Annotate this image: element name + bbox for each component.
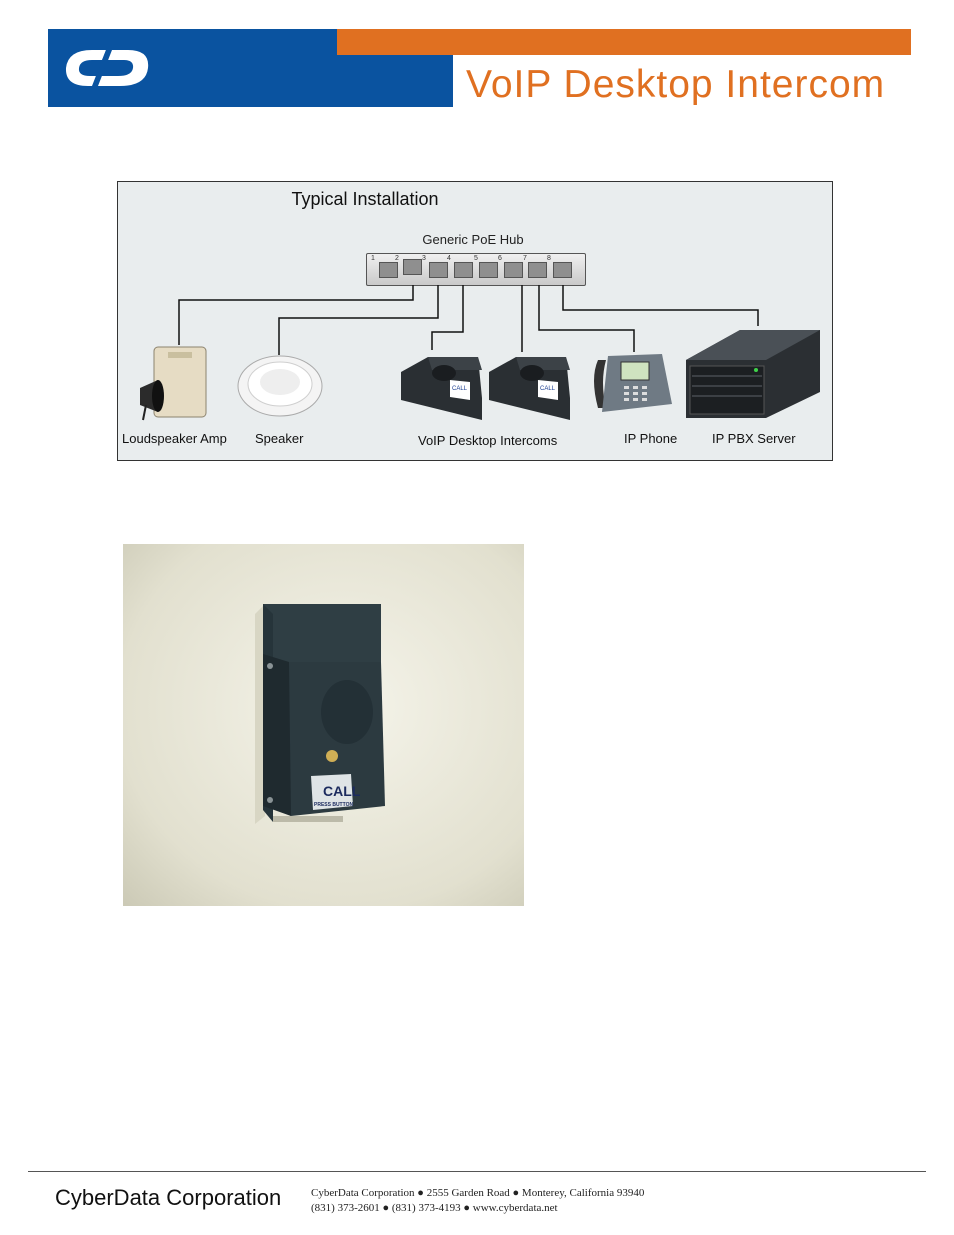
intercom-badge-text: CALL	[540, 386, 556, 392]
diagram-drawing: CALL CALL	[140, 285, 820, 421]
port-number: 2	[395, 255, 399, 262]
footer-divider	[28, 1171, 926, 1172]
footer-address: CyberData Corporation ● 2555 Garden Road…	[311, 1187, 645, 1199]
loudspeaker-amp-illustration	[140, 346, 207, 421]
hub-port	[403, 259, 422, 275]
accent-bar	[337, 29, 911, 55]
hub-port	[504, 262, 523, 278]
port-number: 7	[523, 255, 527, 262]
label-pbx-server: IP PBX Server	[712, 431, 796, 446]
hub-port	[379, 262, 398, 278]
document-title: VoIP Desktop Intercom	[466, 63, 886, 106]
port-number: 1	[371, 255, 375, 262]
hub-port	[553, 262, 572, 278]
label-speaker: Speaker	[255, 431, 304, 446]
label-ip-phone: IP Phone	[624, 431, 678, 446]
pbx-server-illustration	[686, 330, 820, 418]
footer-company-name: CyberData Corporation	[55, 1185, 282, 1210]
port-number: 5	[474, 255, 478, 262]
port-number: 6	[498, 255, 502, 262]
footer-contact: (831) 373-2601 ● (831) 373-4193 ● www.cy…	[311, 1202, 558, 1214]
label-intercoms: VoIP Desktop Intercoms	[418, 433, 558, 448]
hub-port	[429, 262, 448, 278]
label-loudspeaker-amp: Loudspeaker Amp	[122, 431, 227, 446]
port-number: 4	[447, 255, 451, 262]
wall-mounted-intercom-photo: CALL PRESS BUTTON	[123, 544, 524, 906]
intercom-badge-text: CALL	[452, 386, 468, 392]
hub-port	[528, 262, 547, 278]
ip-phone-illustration	[594, 354, 672, 412]
hub-port	[479, 262, 498, 278]
speaker-illustration	[237, 355, 323, 417]
photo-badge-call: CALL	[323, 783, 361, 799]
port-number: 3	[422, 255, 426, 262]
hub-label: Generic PoE Hub	[422, 232, 524, 247]
hub-port	[454, 262, 473, 278]
intercom-illustration: CALL	[401, 357, 482, 420]
network-cables	[178, 285, 759, 355]
photo-badge-press: PRESS BUTTON	[314, 802, 353, 808]
poe-hub	[366, 253, 586, 286]
intercom-illustration: CALL	[489, 357, 570, 420]
cyberdata-logo	[65, 50, 149, 86]
diagram-title: Typical Installation	[291, 189, 439, 209]
port-number: 8	[547, 255, 551, 262]
